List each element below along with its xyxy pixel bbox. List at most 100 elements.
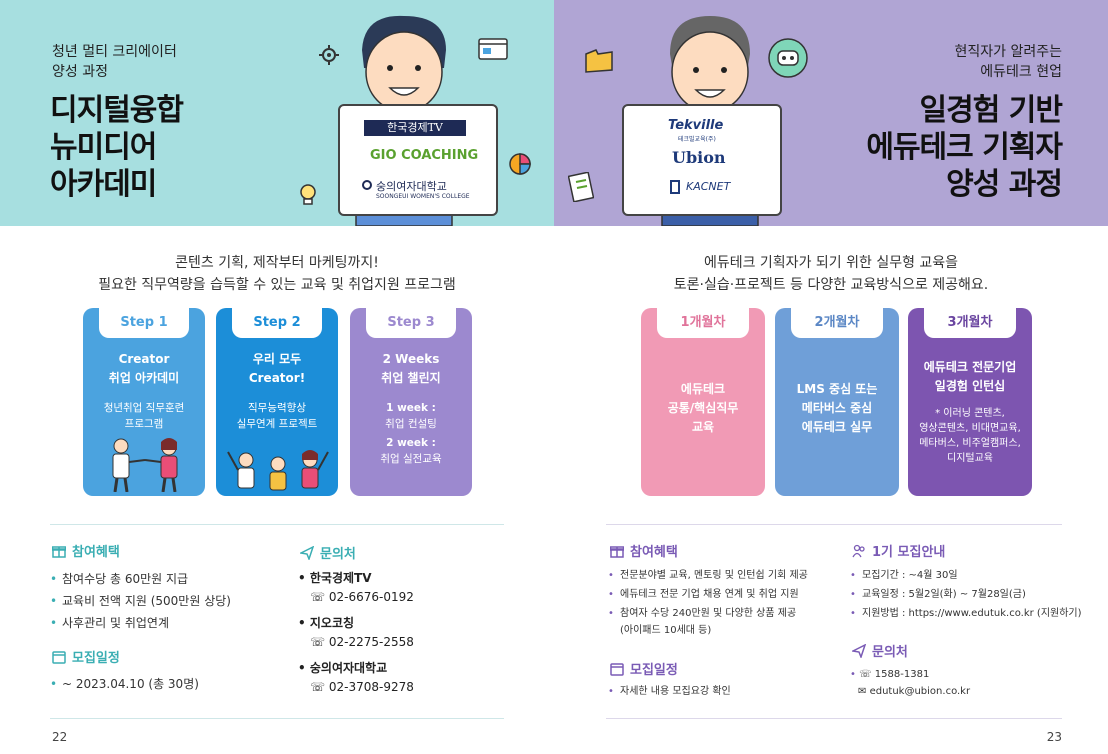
contact-name: • 한국경제TV bbox=[298, 571, 372, 585]
page-number: 22 bbox=[52, 730, 68, 744]
logo-tekville: Tekville bbox=[668, 118, 724, 133]
month-tab: 2개월차 bbox=[791, 308, 883, 338]
step-tab: Step 3 bbox=[366, 308, 456, 338]
step-title-1: 우리 모두 bbox=[252, 352, 302, 366]
schedule-heading-text: 모집일정 bbox=[630, 663, 678, 678]
logo-soongeui: 숭의여자대학교 bbox=[376, 180, 447, 193]
contact-entry: • 한국경제TV ☏ 02-6676-0192 bbox=[298, 569, 414, 604]
month-line: LMS 중심 또는 bbox=[796, 382, 878, 396]
kacnet-mark-icon bbox=[670, 180, 680, 194]
pie-chart-icon bbox=[509, 153, 531, 175]
contact-heading-text: 문의처 bbox=[872, 645, 908, 660]
month-card-1: 1개월차 에듀테크 공통/핵심직무 교육 bbox=[641, 308, 765, 496]
list-item: 모집기간 : ~4월 30일 bbox=[850, 566, 1082, 585]
step-title-2: 취업 챌린지 bbox=[381, 371, 441, 385]
calendar-icon bbox=[52, 650, 66, 664]
divider bbox=[50, 524, 504, 525]
contact-details: • ☏ 1588-1381 ✉ edutuk@ubion.co.kr bbox=[850, 666, 970, 700]
left-page: 청년 멀티 크리에이터 양성 과정 디지털융합 뉴미디어 아카데미 bbox=[0, 0, 554, 754]
month-line: 공통/핵심직무 bbox=[667, 401, 739, 415]
month-note: * 이러닝 콘텐츠, bbox=[935, 408, 1005, 419]
logo-kacnet: KACNET bbox=[686, 180, 731, 193]
month-card-2: 2개월차 LMS 중심 또는 메타버스 중심 에듀테크 실무 bbox=[775, 308, 899, 496]
month-line: 에듀테크 bbox=[680, 382, 726, 396]
logo-soongeui-sub: SOONGEUI WOMEN'S COLLEGE bbox=[376, 193, 470, 200]
mail-icon: ✉ bbox=[858, 686, 867, 697]
list-item: 자세한 내용 모집요강 확인 bbox=[608, 682, 731, 701]
gear-icon bbox=[319, 45, 339, 65]
contact-phone: ☏ 02-3708-9278 bbox=[310, 680, 414, 694]
month-line: 에듀테크 전문기업 bbox=[923, 360, 1017, 374]
banner-title-1: 디지털융합 bbox=[50, 93, 184, 128]
partner-sign: Tekville 테크빌교육(주) Ubion KACNET bbox=[622, 104, 782, 216]
banner-subtitle-2: 에듀테크 현업 bbox=[980, 64, 1062, 80]
list-item: 전문분야별 교육, 멘토링 및 인턴쉽 기회 제공 bbox=[608, 566, 808, 585]
month-note: 영상콘텐츠, 비대면교육, bbox=[919, 423, 1021, 434]
contact-name: • 숭의여자대학교 bbox=[298, 661, 388, 675]
divider bbox=[606, 718, 1062, 719]
handshake-illustration bbox=[112, 438, 178, 492]
partner-sign: 한국경제TV GIO COACHING 숭의여자대학교 SOONGEUI WOM… bbox=[338, 104, 498, 216]
banner-title-2: 에듀테크 기획자 bbox=[866, 130, 1063, 165]
schedule-list: 자세한 내용 모집요강 확인 bbox=[608, 682, 731, 701]
contact-entry: • 숭의여자대학교 ☏ 02-3708-9278 bbox=[298, 659, 414, 694]
recruit-list: 모집기간 : ~4월 30일 교육일정 : 5월2일(화) ~ 7월28일(금)… bbox=[850, 566, 1082, 623]
logo-tekville-sub: 테크빌교육(주) bbox=[678, 136, 716, 143]
step-card-1: Step 1 Creator 취업 아카데미 청년취업 직무훈련 프로그램 bbox=[83, 308, 205, 496]
page-number: 23 bbox=[1046, 730, 1062, 744]
robot-icon bbox=[768, 38, 808, 78]
contact-phone: • ☏ 1588-1381 bbox=[850, 669, 930, 680]
step-text-1: 1 week : bbox=[386, 402, 436, 414]
list-item: ~ 2023.04.10 (총 30명) bbox=[50, 673, 199, 695]
benefits-heading-text: 참여혜택 bbox=[72, 545, 120, 560]
benefits-list: 참여수당 총 60만원 지급 교육비 전액 지원 (500만원 상당) 사후관리… bbox=[50, 568, 231, 634]
banner-title-1: 일경험 기반 bbox=[919, 93, 1063, 128]
schedule-heading: 모집일정 bbox=[610, 659, 678, 678]
benefits-note: (아이패드 10세대 등) bbox=[620, 625, 712, 636]
step-title-2: Creator! bbox=[248, 371, 306, 385]
phone-icon: ☏ bbox=[859, 669, 872, 680]
phone-icon: ☏ bbox=[310, 590, 326, 604]
step-text-4: 취업 실전교육 bbox=[380, 453, 442, 465]
month-line: 교육 bbox=[691, 420, 715, 434]
step-tab: Step 1 bbox=[99, 308, 189, 338]
right-intro-2: 토론·실습·프로젝트 등 다양한 교육방식으로 제공해요. bbox=[673, 277, 989, 293]
logo-gio-coaching: GIO COACHING bbox=[370, 148, 479, 163]
contact-phone: ☏ 02-2275-2558 bbox=[310, 635, 414, 649]
step-text-2: 취업 컨설팅 bbox=[385, 418, 437, 430]
month-line: 에듀테크 실무 bbox=[801, 420, 873, 434]
banner-title-3: 양성 과정 bbox=[946, 167, 1063, 202]
browser-window-icon bbox=[478, 38, 508, 60]
right-intro-1: 에듀테크 기획자가 되기 위한 실무형 교육을 bbox=[703, 255, 959, 271]
list-item: 참여수당 총 60만원 지급 bbox=[50, 568, 231, 590]
contact-phone: ☏ 02-6676-0192 bbox=[310, 590, 414, 604]
contact-name: • 지오코칭 bbox=[298, 616, 355, 630]
list-item: 에듀테크 전문 기업 채용 연계 및 취업 지원 bbox=[608, 585, 808, 604]
step-title-1: Creator bbox=[118, 352, 170, 366]
contact-email: ✉ edutuk@ubion.co.kr bbox=[858, 686, 971, 697]
benefits-list: 전문분야별 교육, 멘토링 및 인턴쉽 기회 제공 에듀테크 전문 기업 채용 … bbox=[608, 566, 808, 623]
step-text-2: 프로그램 bbox=[124, 418, 164, 430]
recruit-heading: 1기 모집안내 bbox=[852, 541, 945, 560]
right-banner: 현직자가 알려주는 에듀테크 현업 일경험 기반 에듀테크 기획자 양성 과정 bbox=[554, 0, 1108, 226]
step-text-1: 청년취업 직무훈련 bbox=[103, 402, 185, 414]
step-text-1: 직무능력향상 bbox=[248, 402, 306, 414]
benefits-heading-text: 참여혜택 bbox=[630, 545, 678, 560]
month-note: 디지털교육 bbox=[947, 453, 993, 464]
banner-title-3: 아카데미 bbox=[50, 167, 157, 202]
document-icon bbox=[568, 172, 594, 202]
contact-entry: • 지오코칭 ☏ 02-2275-2558 bbox=[298, 614, 414, 649]
schedule-heading: 모집일정 bbox=[52, 647, 120, 666]
logo-ubion: Ubion bbox=[672, 148, 726, 167]
step-text-3: 2 week : bbox=[386, 437, 436, 449]
step-card-3: Step 3 2 Weeks 취업 챌린지 1 week : 취업 컨설팅 2 … bbox=[350, 308, 472, 496]
contact-heading: 문의처 bbox=[300, 543, 356, 562]
banner-subtitle-2: 양성 과정 bbox=[52, 64, 108, 80]
send-icon bbox=[852, 643, 866, 658]
schedule-list: ~ 2023.04.10 (총 30명) bbox=[50, 673, 199, 695]
step-card-2: Step 2 우리 모두 Creator! 직무능력향상 실무연계 프로젝트 bbox=[216, 308, 338, 496]
list-item: 지원방법 : https://www.edutuk.co.kr (지원하기) bbox=[850, 604, 1082, 623]
list-item: 참여자 수당 240만원 및 다양한 상품 제공 bbox=[608, 604, 808, 623]
benefits-heading: 참여혜택 bbox=[52, 541, 120, 560]
logo-hankyung-tv: 한국경제TV bbox=[364, 120, 466, 136]
